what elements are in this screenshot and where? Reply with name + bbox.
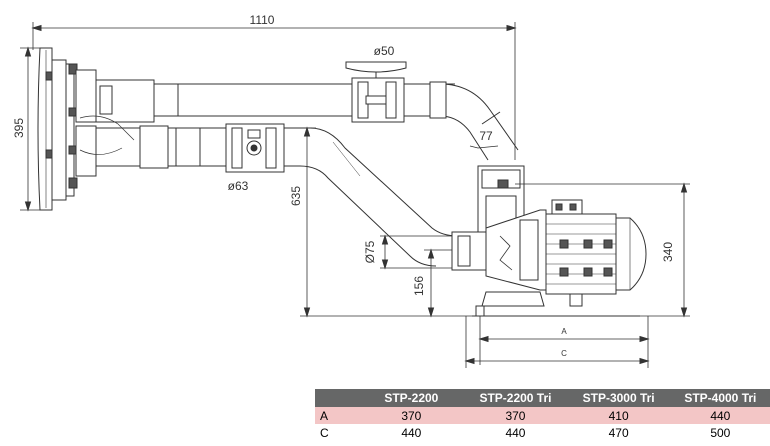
wall-fitting <box>37 47 97 211</box>
dimension-label-c: C <box>561 349 567 358</box>
table-cell: 370 <box>464 407 567 424</box>
dimension-label-340: 340 <box>661 242 675 262</box>
table-row-label: A <box>315 407 359 424</box>
spec-table: STP-2200 STP-2200 Tri STP-3000 Tri STP-4… <box>315 389 770 441</box>
dimension-label-a: A <box>561 327 567 336</box>
table-row: A 370 370 410 440 <box>315 407 770 424</box>
dimension-label-77: 77 <box>479 129 493 143</box>
dimension-c: C <box>464 349 650 365</box>
table-cell: 470 <box>566 424 671 441</box>
upper-pipe <box>95 61 519 161</box>
dimension-label-dia-50: ø50 <box>374 44 395 58</box>
table-header-stp-2200-tri: STP-2200 Tri <box>464 389 567 407</box>
table-header-stp-3000-tri: STP-3000 Tri <box>566 389 671 407</box>
dimension-width-total: 1110 <box>31 13 517 160</box>
dimension-dia-75: Ø75 <box>363 234 452 270</box>
dimension-height-340: 340 <box>515 182 690 318</box>
table-cell: 370 <box>358 407 465 424</box>
table-row-label: C <box>315 424 359 441</box>
dimension-height-156: 156 <box>412 248 458 318</box>
table-header-blank <box>315 389 359 407</box>
dimension-label-width: 1110 <box>250 13 275 27</box>
table-header-stp-2200: STP-2200 <box>358 389 465 407</box>
table-cell: 410 <box>566 407 671 424</box>
dimension-height-left: 395 <box>12 46 40 212</box>
table-header-row: STP-2200 STP-2200 Tri STP-3000 Tri STP-4… <box>315 389 770 407</box>
table-cell: 440 <box>670 407 770 424</box>
table-cell: 500 <box>670 424 770 441</box>
dimension-height-635: 635 <box>289 126 480 318</box>
table-cell: 440 <box>464 424 567 441</box>
table-header-stp-4000-tri: STP-4000 Tri <box>670 389 770 407</box>
dimension-a: A <box>465 316 650 368</box>
dimension-label-635: 635 <box>289 186 303 206</box>
dimension-label-dia-63: ø63 <box>228 179 249 193</box>
dimension-label-156: 156 <box>412 276 426 296</box>
table-cell: 440 <box>358 424 465 441</box>
lower-pipe <box>79 115 459 267</box>
dimension-label-395: 395 <box>12 118 26 138</box>
dimension-label-dia-75: Ø75 <box>363 240 377 263</box>
pump-assembly <box>451 165 647 317</box>
table-row: C 440 440 470 500 <box>315 424 770 441</box>
